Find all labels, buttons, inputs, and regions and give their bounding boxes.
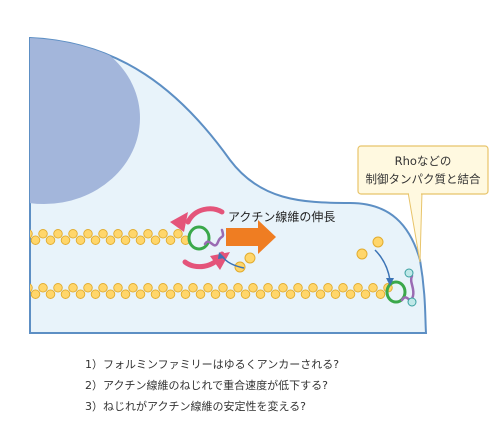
- actin-bead: [98, 229, 108, 239]
- callout-box: [357, 145, 489, 195]
- actin-bead: [330, 289, 341, 299]
- actin-bead: [83, 283, 93, 293]
- actin-bead: [300, 289, 311, 299]
- elongation-label: アクチン線維の伸長: [228, 209, 335, 224]
- actin-bead: [255, 289, 266, 299]
- callout-pointer-mask: [409, 190, 421, 195]
- actin-filament-lower: [30, 283, 393, 299]
- actin-bead: [90, 289, 101, 299]
- actin-monomer: [372, 236, 384, 248]
- actin-bead: [203, 283, 213, 293]
- actin-bead: [120, 289, 131, 299]
- callout-line-1: Rhoなどの: [395, 154, 452, 168]
- actin-bead: [60, 235, 71, 245]
- actin-bead: [135, 235, 146, 245]
- actin-bead: [240, 289, 251, 299]
- actin-bead: [270, 289, 281, 299]
- actin-bead: [353, 283, 363, 293]
- actin-bead: [30, 283, 33, 293]
- actin-bead: [150, 289, 161, 299]
- actin-bead: [315, 289, 326, 299]
- actin-bead: [135, 289, 146, 299]
- actin-bead: [285, 289, 296, 299]
- actin-bead: [165, 289, 176, 299]
- actin-bead: [143, 283, 153, 293]
- actin-bead: [30, 289, 41, 299]
- actin-bead: [68, 283, 78, 293]
- actin-bead: [113, 229, 123, 239]
- actin-bead: [120, 235, 131, 245]
- formin-ring-membrane: [385, 280, 407, 304]
- actin-bead: [375, 289, 386, 299]
- callout-line-2: 制御タンパク質と結合: [366, 172, 481, 186]
- actin-bead: [128, 283, 138, 293]
- actin-bead: [158, 229, 168, 239]
- arrow-head: [386, 278, 394, 286]
- actin-bead: [158, 283, 168, 293]
- actin-bead: [150, 235, 161, 245]
- actin-bead: [53, 229, 63, 239]
- actin-bead: [128, 229, 138, 239]
- arrow-head: [218, 252, 225, 259]
- actin-bead: [98, 283, 108, 293]
- question-item-2: 2）アクチン線維のねじれで重合速度が低下する?: [85, 379, 328, 392]
- actin-bead: [323, 283, 333, 293]
- actin-bead: [278, 283, 288, 293]
- membrane-protein: [404, 268, 414, 278]
- actin-bead: [218, 283, 228, 293]
- actin-bead: [345, 289, 356, 299]
- question-item-1: 1）フォルミンファミリーはゆるくアンカーされる?: [85, 358, 340, 371]
- actin-bead: [75, 235, 86, 245]
- actin-bead: [38, 229, 48, 239]
- actin-bead: [38, 283, 48, 293]
- actin-bead: [105, 289, 116, 299]
- actin-bead: [165, 235, 176, 245]
- actin-bead: [143, 229, 153, 239]
- actin-bead: [30, 229, 33, 239]
- actin-bead: [68, 229, 78, 239]
- actin-bead: [293, 283, 303, 293]
- rotation-arrow-head-lower: [210, 252, 230, 270]
- actin-bead: [173, 283, 183, 293]
- actin-bead: [180, 289, 191, 299]
- actin-monomer: [244, 252, 256, 264]
- membrane-protein: [407, 297, 417, 307]
- rotation-arrow-head-upper: [170, 212, 188, 232]
- monomer-arrow-right: [374, 249, 391, 281]
- actin-bead: [308, 283, 318, 293]
- actin-bead: [90, 235, 101, 245]
- actin-bead: [83, 229, 93, 239]
- actin-bead: [248, 283, 258, 293]
- actin-bead: [195, 289, 206, 299]
- actin-monomer: [356, 248, 368, 260]
- actin-bead: [338, 283, 348, 293]
- actin-bead: [53, 283, 63, 293]
- question-item-3: 3）ねじれがアクチン線維の安定性を変える?: [85, 400, 306, 413]
- actin-bead: [368, 283, 378, 293]
- actin-bead: [105, 235, 116, 245]
- question-list: 1）フォルミンファミリーはゆるくアンカーされる? 2）アクチン線維のねじれで重合…: [85, 354, 339, 417]
- actin-bead: [360, 289, 371, 299]
- actin-bead: [210, 289, 221, 299]
- actin-bead: [45, 289, 56, 299]
- actin-filament-upper: [30, 229, 191, 245]
- actin-bead: [233, 283, 243, 293]
- actin-bead: [60, 289, 71, 299]
- actin-bead: [113, 283, 123, 293]
- rho-protein-squiggle-membrane: [400, 274, 415, 302]
- actin-bead: [45, 235, 56, 245]
- nucleus: [30, 38, 140, 204]
- actin-bead: [75, 289, 86, 299]
- rho-protein-squiggle: [203, 228, 225, 247]
- formin-ring: [187, 225, 211, 251]
- elongation-arrow: [226, 220, 276, 254]
- actin-bead: [188, 283, 198, 293]
- actin-bead: [30, 235, 41, 245]
- actin-bead: [225, 289, 236, 299]
- actin-bead: [263, 283, 273, 293]
- actin-bead: [173, 229, 183, 239]
